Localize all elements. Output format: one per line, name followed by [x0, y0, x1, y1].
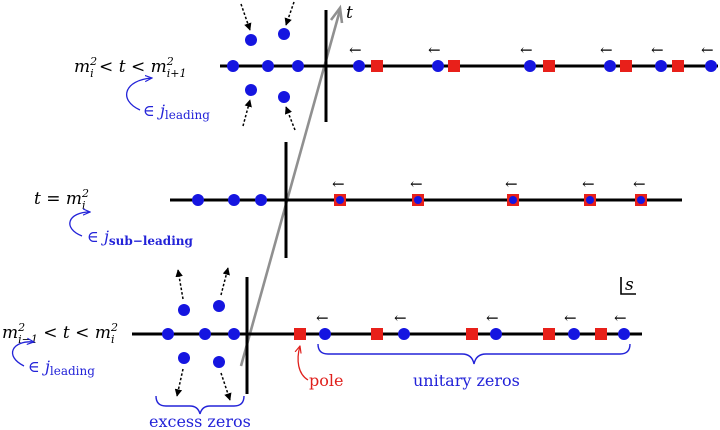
- pole-square: [620, 60, 632, 72]
- unitary-zero-dot: [414, 196, 422, 204]
- pole-square: [448, 60, 460, 72]
- excess-zero-dot: [178, 304, 190, 316]
- dashed-arrow: [220, 372, 232, 401]
- t-axis-arrow: [239, 9, 342, 367]
- zero-dot: [292, 60, 304, 72]
- dashed-arrow: [220, 267, 230, 296]
- unitary-zero-dot: [353, 60, 365, 72]
- dashed-arrow: [242, 99, 252, 127]
- zero-dot: [199, 328, 211, 340]
- pole-square: [672, 60, 684, 72]
- excess-zero-dot: [245, 34, 257, 46]
- excess-zeros-label: excess zeros: [149, 412, 251, 430]
- pole-square: [371, 60, 383, 72]
- pole-square: [466, 328, 478, 340]
- excess-zero-dot: [278, 28, 290, 40]
- excess-zero-dot: [178, 352, 190, 364]
- left-arrow-icon: ←: [701, 41, 714, 59]
- pole-square: [371, 328, 383, 340]
- left-arrow-icon: ←: [564, 309, 577, 327]
- left-arrow-icon: ←: [520, 41, 533, 59]
- pole-label: pole: [309, 371, 343, 390]
- excess-zero-dot: [213, 356, 225, 368]
- pole-pointer: [298, 346, 309, 381]
- left-arrow-icon: ←: [394, 309, 407, 327]
- top-membership-label: ∈ jleading: [143, 101, 210, 122]
- left-arrow-icon: ←: [410, 175, 423, 193]
- zero-dot: [262, 60, 274, 72]
- excess-zero-dot: [278, 91, 290, 103]
- unitary-zeros-label: unitary zeros: [413, 371, 520, 390]
- unitary-zero-dot: [524, 60, 536, 72]
- middle-membership-label: ∈ jsub−leading: [87, 227, 193, 248]
- left-arrow-icon: ←: [651, 41, 664, 59]
- left-arrow-icon: ←: [486, 309, 499, 327]
- unitary-zero-dot: [618, 328, 630, 340]
- dashed-arrow: [284, 106, 296, 131]
- unitary-zero-dot: [705, 60, 717, 72]
- unitary-zeros-brace: [317, 343, 631, 365]
- left-arrow-icon: ←: [633, 175, 646, 193]
- unitary-zero-dot: [398, 328, 410, 340]
- excess-zeros-brace: [155, 395, 245, 415]
- pole-square: [543, 328, 555, 340]
- zero-dot: [227, 60, 239, 72]
- membership-curve: [11, 342, 34, 367]
- unitary-zero-dot: [319, 328, 331, 340]
- zero-dot: [255, 194, 267, 206]
- dashed-arrow: [284, 1, 295, 26]
- unitary-zero-dot: [432, 60, 444, 72]
- t-axis-label: t: [346, 3, 353, 23]
- left-arrow-icon: ←: [600, 41, 613, 59]
- unitary-zero-dot: [509, 196, 517, 204]
- unitary-zero-dot: [568, 328, 580, 340]
- left-arrow-icon: ←: [332, 175, 345, 193]
- unitary-zero-dot: [490, 328, 502, 340]
- pole-square: [595, 328, 607, 340]
- membership-curve: [126, 78, 152, 111]
- unitary-zero-dot: [655, 60, 667, 72]
- left-arrow-icon: ←: [349, 41, 362, 59]
- left-arrow-icon: ←: [505, 175, 518, 193]
- zero-dot: [228, 194, 240, 206]
- zero-dot: [228, 328, 240, 340]
- unitary-zero-dot: [586, 196, 594, 204]
- zero-dot: [162, 328, 174, 340]
- unitary-zero-dot: [637, 196, 645, 204]
- dashed-arrow: [174, 368, 184, 397]
- left-arrow-icon: ←: [428, 41, 441, 59]
- left-arrow-icon: ←: [614, 309, 627, 327]
- s-corner-marker: [620, 277, 636, 295]
- pole-square: [543, 60, 555, 72]
- excess-zero-dot: [245, 84, 257, 96]
- zero-dot: [192, 194, 204, 206]
- left-arrow-icon: ←: [316, 309, 329, 327]
- s-label: s: [625, 275, 634, 295]
- left-arrow-icon: ←: [582, 175, 595, 193]
- dashed-arrow: [175, 269, 184, 300]
- pole-square: [294, 328, 306, 340]
- t-axis-arrowhead: [329, 4, 344, 24]
- unitary-zero-dot: [336, 196, 344, 204]
- bottom-membership-label: ∈ jleading: [28, 357, 95, 378]
- excess-zero-dot: [213, 300, 225, 312]
- dashed-arrow: [240, 3, 252, 31]
- unitary-zero-dot: [604, 60, 616, 72]
- membership-curve: [69, 212, 90, 237]
